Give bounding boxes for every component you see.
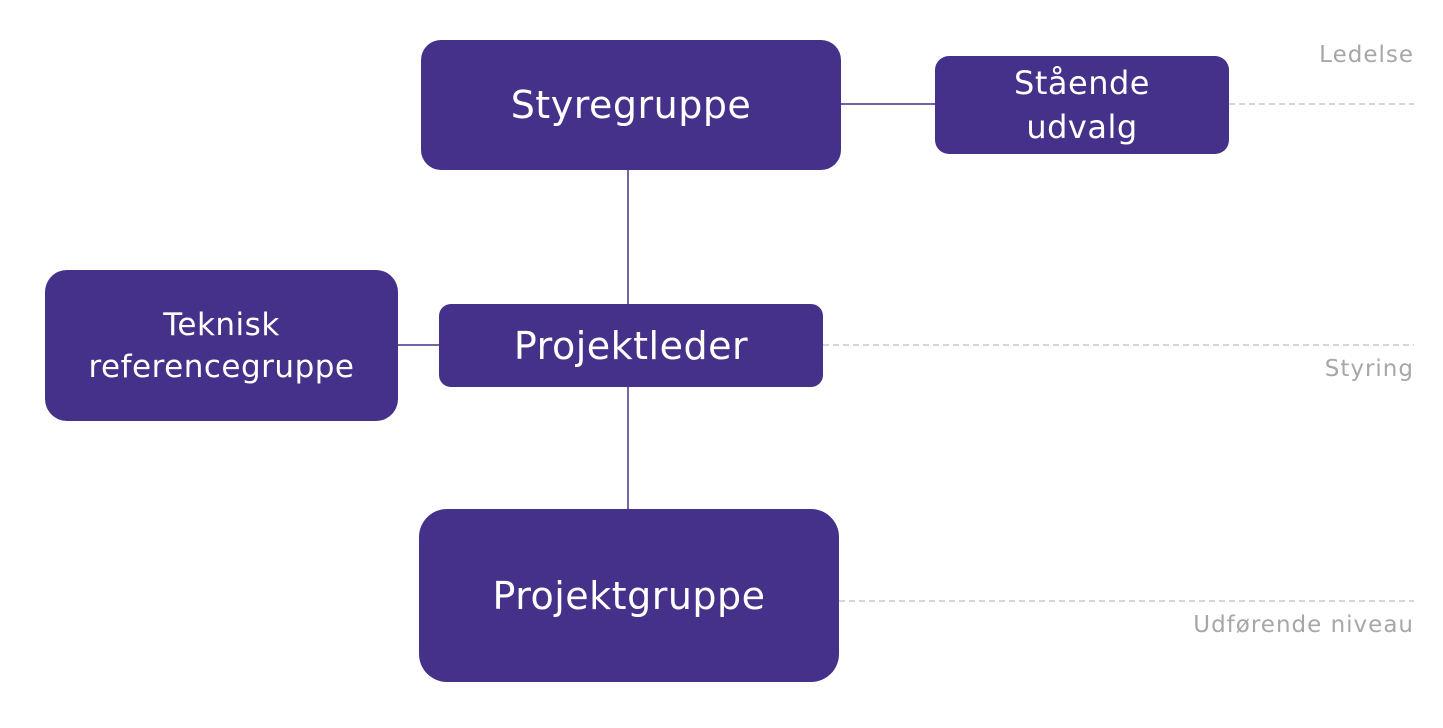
node-teknisk-referencegruppe-label-line2: referencegruppe <box>88 348 355 385</box>
node-staaende-udvalg-label-line1: Stående <box>1014 64 1150 102</box>
node-teknisk-referencegruppe-label-line1: Teknisk <box>163 306 280 343</box>
node-staaende-udvalg: Stående udvalg <box>935 56 1229 154</box>
node-styregruppe: Styregruppe <box>421 40 841 170</box>
level-label-udforende: Udførende niveau <box>1193 612 1414 638</box>
level-label-styring: Styring <box>1324 356 1414 382</box>
node-projektgruppe: Projektgruppe <box>419 509 839 682</box>
node-styregruppe-label: Styregruppe <box>510 83 752 127</box>
node-projektgruppe-label: Projektgruppe <box>492 573 766 618</box>
node-teknisk-referencegruppe: Teknisk referencegruppe <box>45 270 398 421</box>
node-staaende-udvalg-label-line2: udvalg <box>1026 108 1138 146</box>
node-projektleder-label: Projektleder <box>513 323 749 368</box>
level-label-ledelse: Ledelse <box>1319 42 1414 68</box>
node-projektleder: Projektleder <box>439 304 823 387</box>
